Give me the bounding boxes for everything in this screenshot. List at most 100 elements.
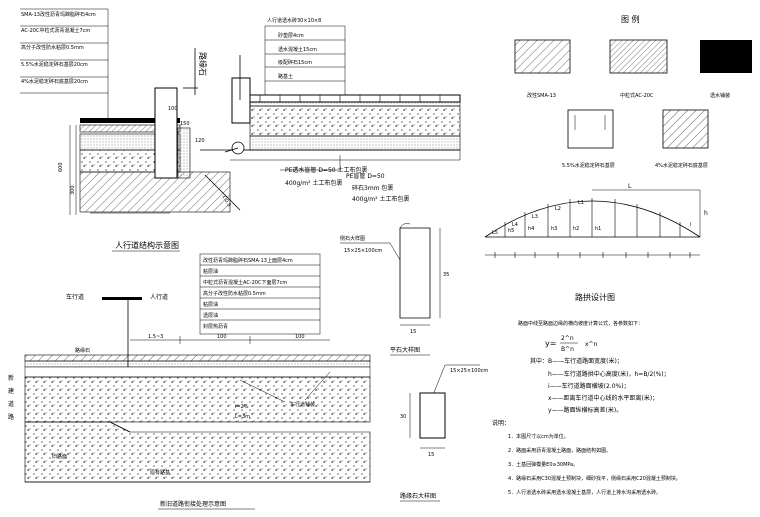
legend-swatch-ac: [609, 39, 668, 74]
legend-label-5: 4%水泥稳定碎石底基层: [655, 162, 708, 169]
arch-label-h5: h5: [508, 228, 514, 234]
note-4: 4．路缘石采用C30混凝土预制块，细砂找平，侧缘石采用C20混凝土预制块。: [508, 475, 681, 482]
bl-note-3: 中粒式沥青混凝土AC-20C下面层7cm: [203, 279, 287, 286]
layer-note-4: 5.5%水泥稳定碎石基层20cm: [21, 61, 88, 68]
bl-note-1: 改性沥青玛蹄脂碎石SMA-13上面层4cm: [203, 257, 293, 264]
curb1-title: 侧石大样图: [340, 235, 365, 242]
sidewalk-note-4: 级配碎石15cm: [278, 59, 312, 66]
formula-block: 路面中线至路面边缘的横向坡度计算公式，各参数如下： y= 2^n B^n x^n…: [518, 320, 670, 414]
bl-dim-2: 100: [217, 334, 227, 340]
bl-misc-1: 路缘石: [75, 347, 90, 354]
arch-label-L5: L5: [492, 230, 498, 236]
curb2-dim-h: 30: [400, 414, 406, 420]
bl-bottom-title: 新旧道路衔接处理示意图: [160, 500, 226, 508]
notes-title: 说明：: [492, 419, 510, 427]
legend-label-1: 改性SMA-13: [527, 92, 556, 99]
curb2-title: 平石大样图: [390, 346, 420, 354]
bl-misc-4: L=3m: [235, 414, 250, 420]
sidewalk-note-2: 砂垫层4cm: [278, 32, 304, 39]
dim-left-2: 300: [70, 185, 76, 195]
arch-label-L1: L1: [578, 200, 584, 206]
pipe-label-2c: 400g/m² 土工布包裹: [352, 195, 409, 203]
formula-y: y=: [545, 339, 556, 348]
legend-swatch-subbase: [662, 109, 709, 149]
legend-swatch-base: [567, 109, 614, 149]
bl-misc-6: 原有路基: [150, 469, 170, 476]
note-1: 1．本图尺寸以cm为单位。: [508, 433, 569, 440]
legend-label-3: 透水铺装: [710, 92, 730, 99]
bl-dim-1: 1.5~3: [148, 334, 163, 340]
legend-swatch-sma: [514, 39, 571, 74]
formula-intro: 路面中线至路面边缘的横向坡度计算公式，各参数如下：: [518, 320, 643, 327]
formula-numerator: 2^n: [561, 335, 574, 342]
note-5: 5．人行道透水砖采用透水混凝土基层，人行道上排水沟采用透水砖。: [508, 489, 661, 496]
curb-detail-2: 平石大样图 15×25×100cm 30 15 路缘石大样图: [390, 346, 488, 502]
side-char-1: 新: [8, 374, 14, 382]
bl-misc-3: i=2%: [235, 404, 249, 410]
sidewalk-note-1: 人行道透水砖30×10×8: [267, 17, 321, 24]
side-char-3: 道: [8, 400, 14, 408]
curb2-label: 15×25×100cm: [450, 368, 488, 374]
pipe-label-2: PE盲管 D=50: [346, 172, 385, 180]
curb2-dim-w: 15: [428, 452, 434, 458]
legend-title: 图 例: [621, 14, 640, 24]
curb-sign-label: 路缘石: [198, 52, 208, 76]
formula-line-5: y——路面纵横标高差(米)。: [548, 406, 622, 414]
curb-detail-1: 侧石大样图 15×25×100cm 35 15: [340, 223, 449, 335]
bl-note-4: 高分子改性防水粘层0.5mm: [203, 290, 266, 297]
bl-misc-2: 车行道铺装: [290, 401, 315, 408]
formula-x: x^n: [585, 341, 598, 348]
layer-note-3: 高分子改性防水粘层0.5mm: [21, 44, 84, 51]
arch-label-L: L: [628, 183, 632, 190]
bl-note-5: 粘层油: [203, 301, 218, 308]
curb3-title: 路缘石大样图: [400, 492, 436, 500]
arch-label-L4: L4: [512, 222, 518, 228]
side-char-4: 路: [8, 413, 14, 421]
formula-line-1: 其中：B——车行道路面宽度(米)；: [530, 357, 623, 365]
arch-diagram: L L1 L2 L3 L4 L5 h1 h2 h3 h4 h5 h i 路拱设计…: [484, 183, 708, 302]
formula-line-2: h——车行道路拱中心高度(米)，h=B/2(%)；: [548, 370, 670, 378]
side-char-2: 建: [8, 387, 14, 395]
arch-label-h4: h4: [528, 226, 534, 232]
curb1-dim-w: 15: [410, 329, 416, 335]
bl-dim-3: 100: [295, 334, 305, 340]
pipe-label-2b: 碎石3mm 包裹: [352, 184, 393, 192]
bl-misc-5: 旧路面: [52, 453, 67, 460]
bl-note-2: 粘层油: [203, 268, 218, 275]
legend-label-2: 中粒式AC-20C: [620, 92, 654, 99]
arch-label-h3: h3: [551, 226, 557, 232]
bottom-title: 人行道结构示意图: [115, 240, 179, 250]
note-3: 3．土基回弹模量E0≥30MPa。: [508, 461, 578, 468]
notes-block: 说明： 1．本图尺寸以cm为单位。 2．路面采用沥青混凝土路面，路面结构如图。 …: [492, 419, 681, 496]
arch-label-h: h: [704, 210, 708, 217]
formula-line-3: i——车行道路面横坡(2.0%)；: [548, 382, 630, 390]
dim-top-3: 100: [168, 106, 178, 112]
arch-label-h2: h2: [573, 226, 579, 232]
dim-top-2: 120: [195, 138, 205, 144]
sidewalk-note-3: 透水混凝土15cm: [278, 46, 317, 53]
note-2: 2．路面采用沥青混凝土路面，路面结构如图。: [508, 447, 611, 454]
arch-label-h1: h1: [595, 226, 601, 232]
dim-top-1: 150: [180, 121, 190, 127]
top-left-section: SMA-13改性沥青玛蹄脂碎石4cm AC-20C中粒式沥青混凝土7cm 高分子…: [20, 8, 461, 215]
legend: 图 例 改性SMA-13 中粒式AC-20C 透水铺装 5.5%水泥稳定碎石基层…: [514, 14, 752, 169]
curb1-label: 15×25×100cm: [344, 248, 382, 254]
layer-note-5: 4%水泥稳定碎石底基层20cm: [21, 78, 88, 85]
bl-note-7: 封层热沥青: [203, 323, 228, 330]
sidewalk-note-5: 路基土: [278, 73, 293, 80]
dim-left-1: 600: [58, 162, 64, 172]
legend-swatch-permeable: [700, 40, 752, 73]
bl-right-label: 人行道: [150, 293, 168, 301]
bottom-left-section: 人行道结构示意图 改性沥青玛蹄脂碎石SMA-13上面层4cm 粘层油 中粒式沥青…: [8, 240, 371, 510]
formula-line-4: x——距离车行道中心线的水平距离(米)；: [548, 394, 658, 402]
dim-slope: 1:0.5: [220, 194, 232, 208]
layer-note-1: SMA-13改性沥青玛蹄脂碎石4cm: [21, 11, 96, 18]
curb1-dim-h: 35: [443, 272, 449, 278]
pipe-label-1b: 400g/m² 土工布包裹: [285, 179, 342, 187]
arch-label-L2: L2: [555, 206, 561, 212]
legend-label-4: 5.5%水泥稳定碎石基层: [562, 162, 615, 169]
arch-title: 路拱设计图: [575, 292, 615, 302]
formula-denominator: B^n: [561, 346, 574, 353]
